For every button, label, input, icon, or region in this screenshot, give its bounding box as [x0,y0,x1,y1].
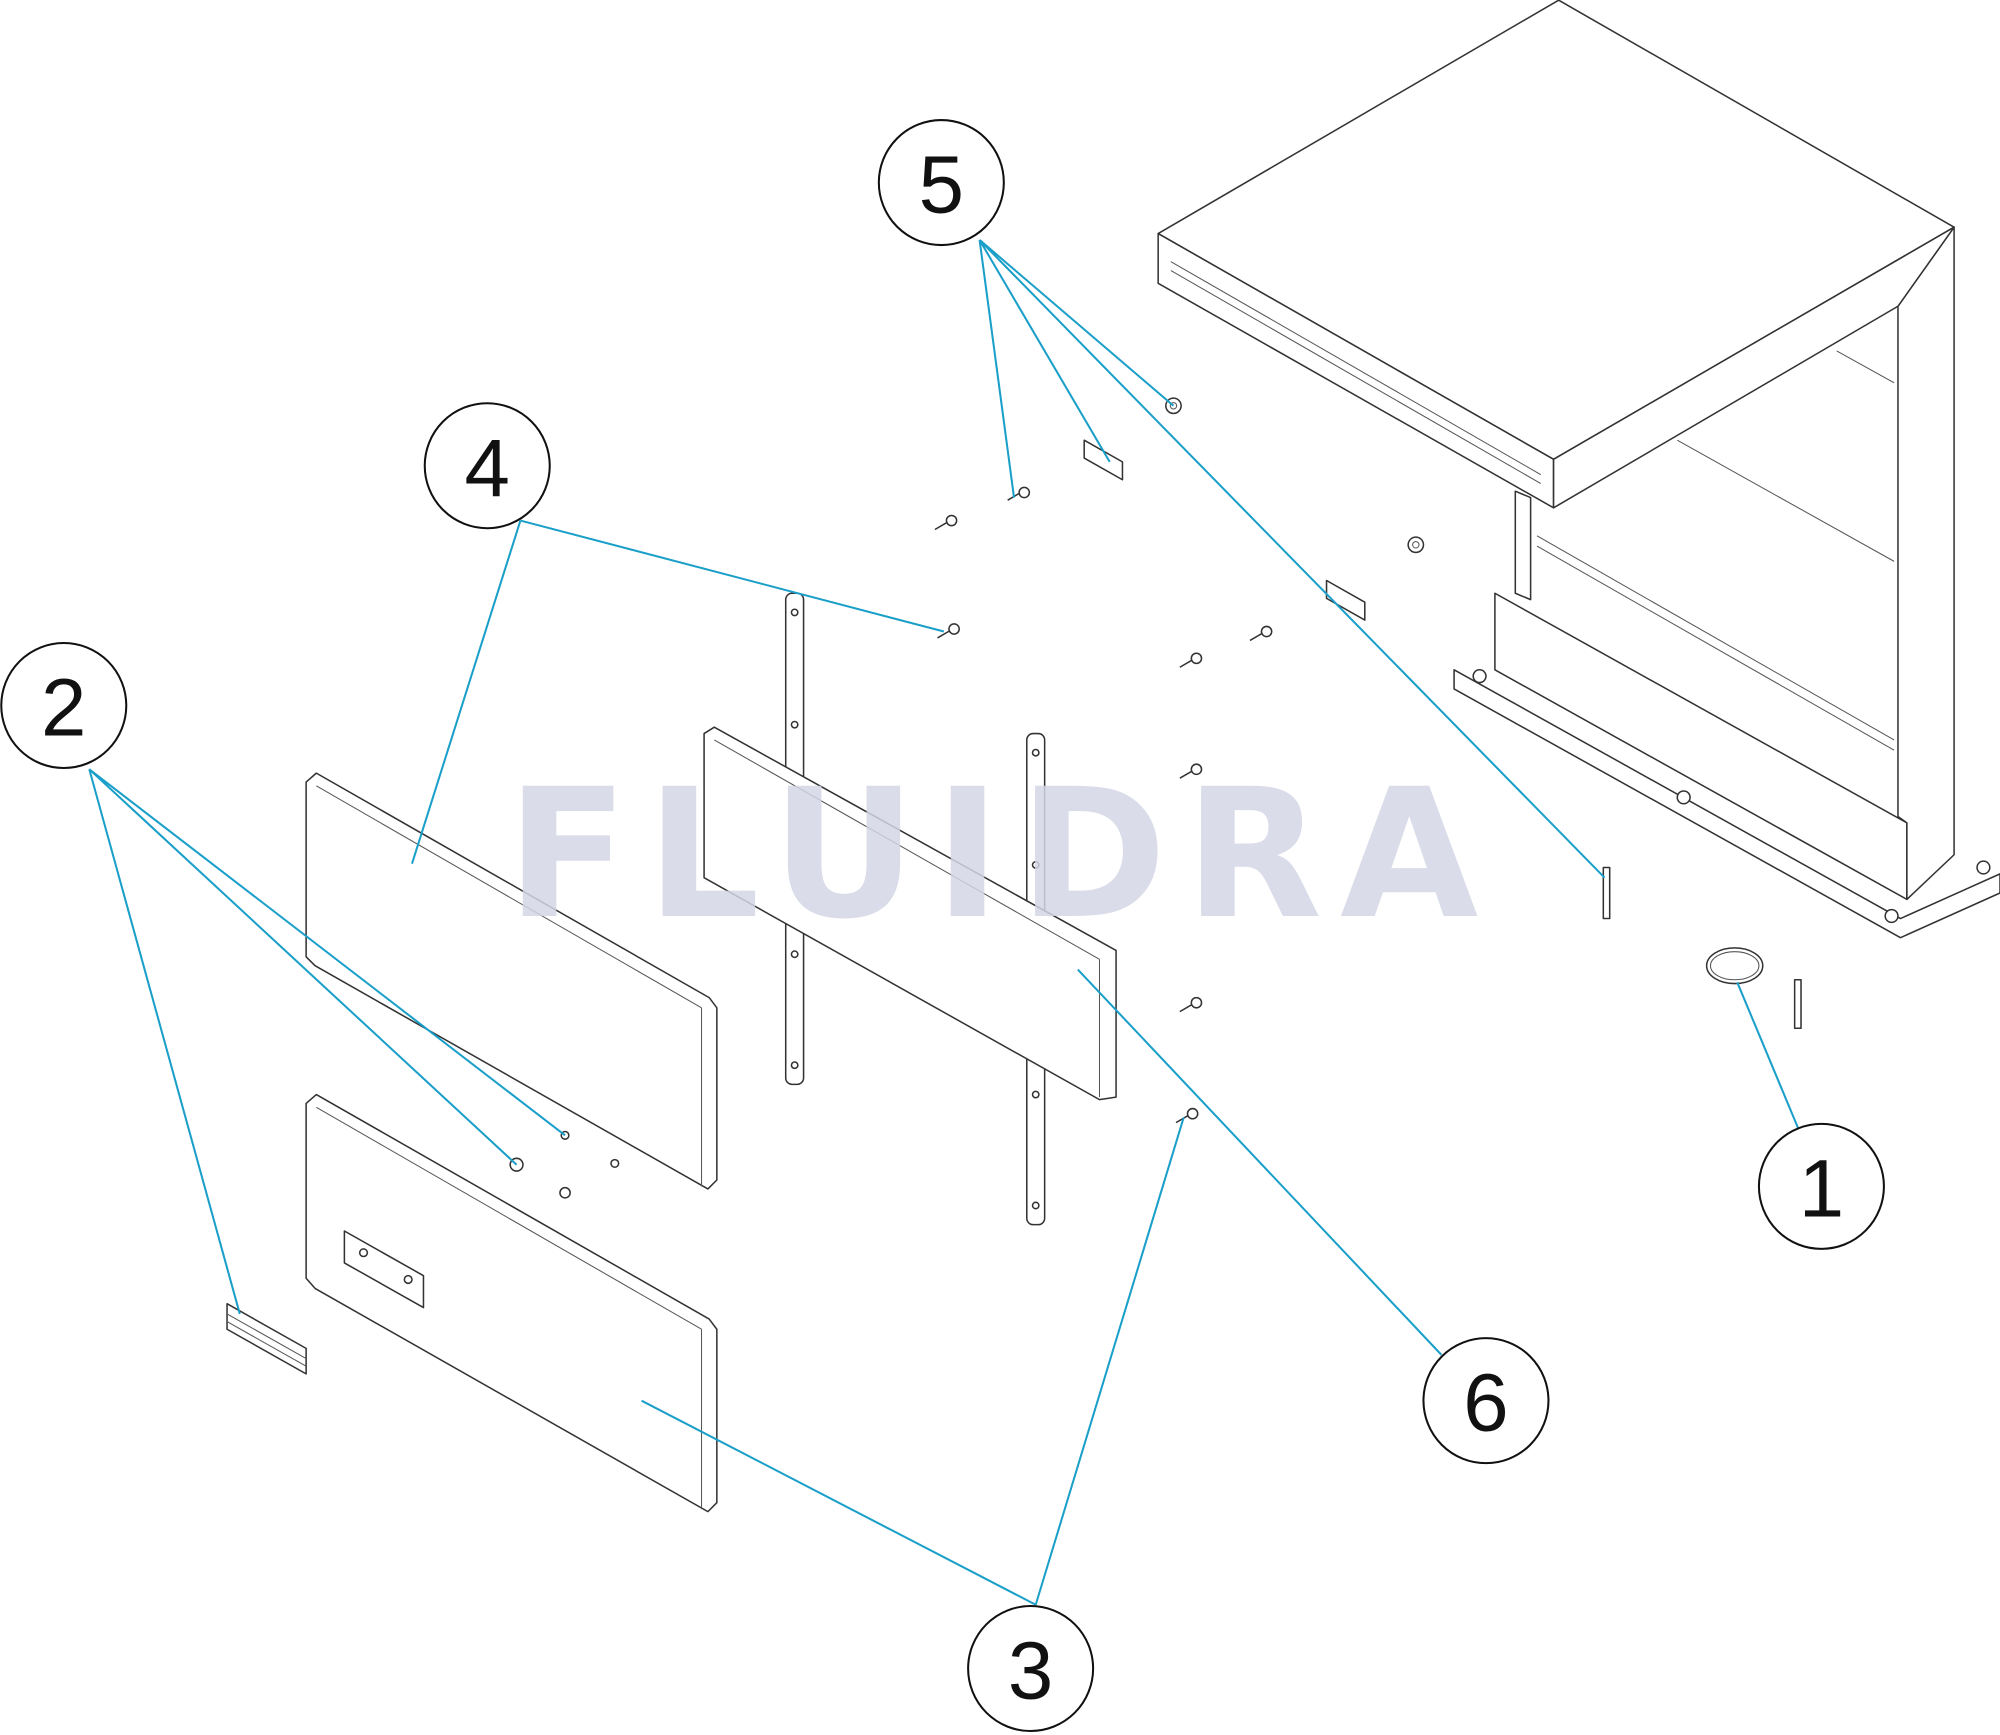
callout-label: 6 [1463,1358,1508,1449]
callout-label: 5 [919,140,964,231]
front-panel-lower [305,1093,718,1513]
callout-label: 2 [41,663,86,754]
callout-5: 5 [877,119,1005,247]
callout-label: 1 [1799,1143,1844,1234]
callout-4: 4 [423,402,551,530]
callout-label: 3 [1008,1626,1053,1717]
leader-lines [88,239,1800,1606]
callout-1: 1 [1757,1122,1885,1250]
housing-frame [1157,0,2000,939]
hardware [226,397,1802,1375]
callout-label: 4 [465,423,510,514]
front-panel-upper [305,772,718,1190]
fluidra-watermark: FLUIDRA [506,751,1496,959]
callout-3: 3 [967,1605,1095,1733]
callout-2: 2 [0,641,128,770]
callout-6: 6 [1422,1337,1550,1465]
rear-panel [703,726,1117,1101]
